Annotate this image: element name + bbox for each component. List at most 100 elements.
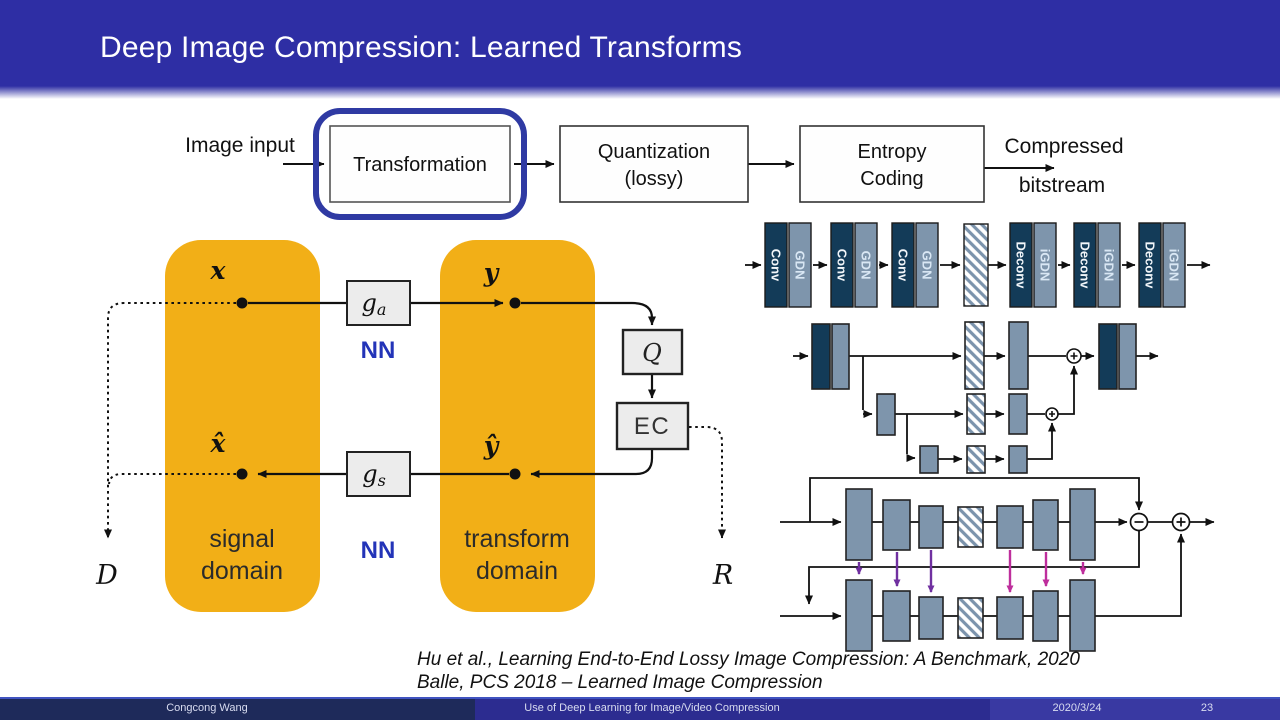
multiscale-connectors: [793, 352, 1159, 463]
footer-page-number: 23: [1200, 702, 1214, 714]
block-label: Deconv: [1078, 242, 1093, 290]
sum-nodes: [1045, 348, 1082, 421]
decoder-block: [1032, 590, 1059, 642]
bottleneck-hatched-block: [963, 223, 989, 307]
citation-line-2: Balle, PCS 2018 – Learned Image Compress…: [417, 671, 823, 693]
encoder-block: [845, 579, 873, 652]
igdn-block: [1097, 222, 1121, 308]
encoder-block: [845, 488, 873, 561]
y-hat-label: ŷ: [483, 431, 500, 460]
transformation-highlight-ring: [313, 108, 527, 220]
light-feature-block: [1008, 445, 1028, 474]
hatched-latent-block: [966, 393, 986, 435]
citation-line-1: Hu et al., Learning End-to-End Lossy Ima…: [417, 649, 1080, 670]
quantization-label-line2: (lossy): [625, 168, 684, 190]
footer-author: Congcong Wang: [166, 702, 248, 714]
sum-node: [1171, 512, 1191, 532]
igdn-block: [1162, 222, 1186, 308]
transformation-box: [329, 125, 511, 203]
block-label: GDN: [793, 251, 808, 280]
transform-domain-line1: transform: [464, 525, 570, 553]
pipeline-output-line2: bitstream: [1019, 174, 1105, 197]
footer-bar: Congcong Wang Use of Deep Learning for I…: [0, 697, 1280, 720]
citation: Hu et al., Learning End-to-End Lossy Ima…: [417, 649, 1080, 694]
decoder-block: [1069, 488, 1096, 561]
light-feature-block: [1008, 393, 1028, 435]
gs-box: [346, 451, 411, 497]
pipeline-diagram: Image input Transformation Quantization …: [185, 108, 1124, 220]
feature-transfer-arrows: [855, 550, 1087, 593]
codec-diagram: x y x̂ ŷ D R ga gs NN NN Q EC signal dom…: [95, 240, 733, 612]
block-label: iGDN: [1038, 249, 1053, 282]
title-bar-fade: [0, 86, 1280, 99]
signal-domain-line2: domain: [201, 557, 283, 585]
encoder-block: [918, 596, 944, 640]
decoder-block: [1069, 579, 1096, 652]
y-node: [509, 297, 521, 309]
decoder-block: [1032, 499, 1059, 551]
nn-encoder-label: NN: [361, 337, 396, 364]
transform-domain-line2: domain: [476, 557, 558, 585]
igdn-block: [1033, 222, 1057, 308]
light-feature-block: [876, 393, 896, 436]
conv-block: [830, 222, 854, 308]
conv-block: [891, 222, 915, 308]
y-hat-node: [509, 468, 521, 480]
ga-label: ga: [362, 289, 387, 319]
light-feature-block: [919, 445, 939, 474]
footer-date: 2020/3/24: [1052, 702, 1102, 714]
entropy-label-line1: Entropy: [858, 141, 927, 163]
residual-diagram: [780, 477, 1215, 652]
encoder-block: [918, 505, 944, 549]
gdn-block: [915, 222, 939, 308]
light-feature-block: [1008, 321, 1029, 390]
gdn-block: [788, 222, 812, 308]
footer-top-line: [0, 697, 1280, 699]
block-label: iGDN: [1167, 249, 1182, 282]
quantizer-label: Q: [642, 339, 662, 367]
block-label: Conv: [896, 249, 911, 282]
encoder-block: [882, 590, 911, 642]
signal-domain-line1: signal: [209, 525, 274, 553]
codec-solid-connectors: [248, 299, 656, 478]
pipeline-input-label: Image input: [185, 134, 295, 157]
gdn-block: [854, 222, 878, 308]
codec-dotted-connectors: [104, 302, 726, 539]
block-label: Conv: [835, 249, 850, 282]
gs-label: gs: [362, 460, 386, 490]
hatched-latent-block: [964, 321, 985, 390]
footer-date-segment: [990, 697, 1280, 720]
transform-domain-region: [440, 240, 595, 612]
quantizer-box: [621, 328, 684, 376]
block-label: Conv: [769, 249, 784, 282]
block-label: GDN: [920, 251, 935, 280]
dark-feature-block: [811, 323, 831, 390]
entropy-label-line2: Coding: [860, 168, 923, 190]
entropy-coder-box: [615, 401, 690, 451]
block-label: iGDN: [1102, 249, 1117, 282]
multiscale-diagram: [793, 321, 1159, 474]
encoder-block: [882, 499, 911, 551]
transformation-label: Transformation: [353, 154, 487, 176]
deconv-block: [1073, 222, 1097, 308]
footer-author-segment: [0, 697, 475, 720]
autoencoder-strip-diagram: Conv GDN Conv GDN Conv GDN Deconv iGDN D…: [745, 222, 1211, 308]
footer-presentation-title: Use of Deep Learning for Image/Video Com…: [524, 702, 780, 714]
nn-decoder-label: NN: [361, 537, 396, 564]
title-bar: Deep Image Compression: Learned Transfor…: [0, 0, 1280, 86]
slide-title: Deep Image Compression: Learned Transfor…: [100, 31, 743, 64]
difference-node: [1129, 512, 1149, 532]
deconv-block: [1138, 222, 1162, 308]
y-label: y: [483, 258, 500, 287]
hatched-latent-block: [957, 506, 984, 548]
decoder-block: [996, 596, 1024, 640]
block-label: GDN: [859, 251, 874, 280]
block-label: Deconv: [1143, 242, 1158, 290]
x-node: [236, 297, 248, 309]
dark-feature-block: [1098, 323, 1118, 390]
footer-title-segment: [475, 697, 990, 720]
hatched-latent-block: [966, 445, 986, 474]
quantization-label-line1: Quantization: [598, 141, 710, 163]
pipeline-output-line1: Compressed: [1004, 135, 1123, 158]
